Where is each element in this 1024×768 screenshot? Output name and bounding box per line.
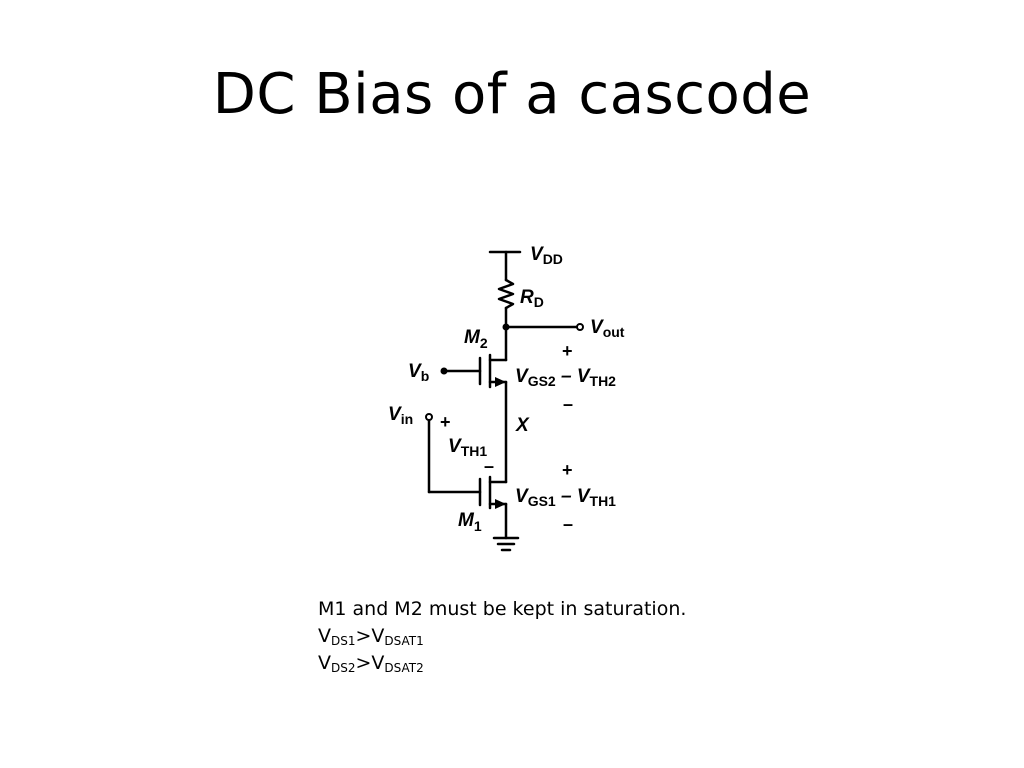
notes-line-vds2: VDS2>VDSAT2	[318, 652, 424, 675]
m1-label: M1	[458, 510, 482, 534]
vout-node-dot	[502, 323, 510, 331]
m2-label: M2	[464, 327, 488, 351]
minus-sign-m2: –	[563, 394, 573, 414]
plus-sign-m2: +	[562, 341, 573, 361]
vin-label: Vin	[388, 404, 413, 427]
notes-line-saturation: M1 and M2 must be kept in saturation.	[318, 598, 687, 620]
cascode-circuit-diagram: VDD RD Vout M2 Vb Vin + VTH1 – X M1 + VG…	[388, 244, 625, 552]
plus-sign-vth1: +	[440, 412, 451, 432]
vb-terminal-dot	[440, 367, 448, 375]
minus-sign-vth1: –	[484, 456, 494, 476]
vth1-label: VTH1	[448, 436, 487, 459]
notes-line-vds1: VDS1>VDSAT1	[318, 625, 424, 648]
minus-sign-m1: –	[563, 514, 573, 534]
plus-sign-m1: +	[562, 460, 573, 480]
rd-label: RD	[520, 287, 544, 310]
m1-source-arrow	[495, 499, 506, 509]
vb-label: Vb	[408, 361, 429, 384]
m2-source-arrow	[495, 377, 506, 387]
vdd-label: VDD	[530, 244, 563, 267]
rd-resistor	[497, 278, 515, 310]
node-x-label: X	[515, 415, 530, 436]
notes-block: M1 and M2 must be kept in saturation. VD…	[318, 596, 686, 677]
slide-title: DC Bias of a cascode	[212, 62, 812, 127]
vout-label: Vout	[590, 317, 625, 340]
vgs2-vth2-label: VGS2 – VTH2	[515, 366, 616, 389]
vin-terminal	[425, 413, 433, 421]
vout-terminal	[576, 323, 584, 331]
vgs1-vth1-label: VGS1 – VTH1	[515, 486, 616, 509]
